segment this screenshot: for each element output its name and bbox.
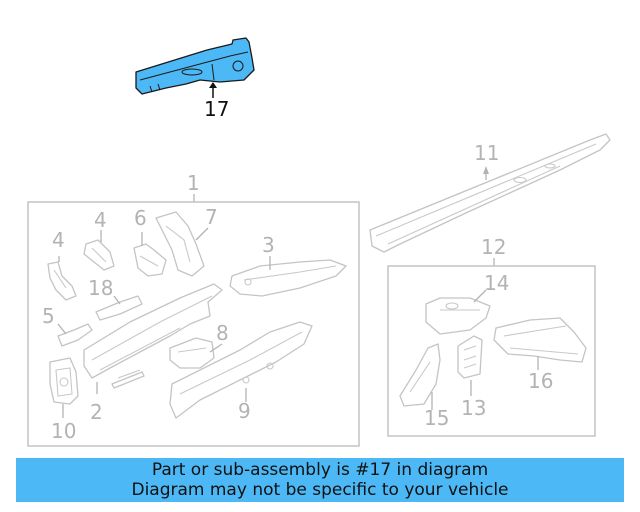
callout-4-middle: 4: [94, 208, 107, 232]
part-11[interactable]: [369, 133, 611, 253]
callout-3: 3: [262, 233, 275, 257]
callout-9: 9: [238, 399, 251, 423]
part-14[interactable]: [425, 297, 491, 335]
part-4-left[interactable]: [47, 261, 77, 301]
callout-13: 13: [461, 396, 486, 420]
callout-11: 11: [474, 141, 499, 165]
callout-2: 2: [90, 400, 103, 424]
part-16[interactable]: [493, 317, 587, 363]
part-10[interactable]: [49, 357, 79, 405]
callout-18: 18: [88, 276, 113, 300]
callout-8: 8: [216, 321, 229, 345]
part-17-highlighted[interactable]: [135, 37, 255, 95]
part-7[interactable]: [155, 211, 205, 277]
group-1-frame: [27, 201, 360, 447]
banner-line-1: Part or sub-assembly is #17 in diagram: [151, 460, 489, 480]
part-4-middle[interactable]: [83, 239, 115, 271]
callout-7: 7: [205, 205, 218, 229]
part-2[interactable]: [83, 283, 223, 389]
part-15[interactable]: [399, 343, 441, 407]
callout-10: 10: [51, 419, 76, 443]
arrow-17: [209, 82, 217, 88]
callout-4-left: 4: [52, 228, 65, 252]
part-5[interactable]: [57, 323, 93, 347]
callout-6: 6: [134, 206, 147, 230]
part-13[interactable]: [457, 335, 483, 379]
part-6[interactable]: [133, 243, 167, 277]
part-9[interactable]: [169, 321, 313, 419]
callout-16: 16: [528, 369, 553, 393]
callout-15: 15: [424, 406, 449, 430]
callout-17: 17: [204, 97, 229, 121]
group-12-frame: [387, 265, 596, 437]
callout-14: 14: [484, 271, 509, 295]
banner-line-2: Diagram may not be specific to your vehi…: [131, 480, 509, 500]
part-8[interactable]: [169, 337, 215, 369]
info-banner: Part or sub-assembly is #17 in diagram D…: [16, 458, 624, 502]
callout-12: 12: [481, 235, 506, 259]
part-3[interactable]: [229, 259, 347, 297]
callout-5: 5: [42, 304, 55, 328]
callout-1: 1: [187, 171, 200, 195]
part-18[interactable]: [95, 295, 143, 321]
